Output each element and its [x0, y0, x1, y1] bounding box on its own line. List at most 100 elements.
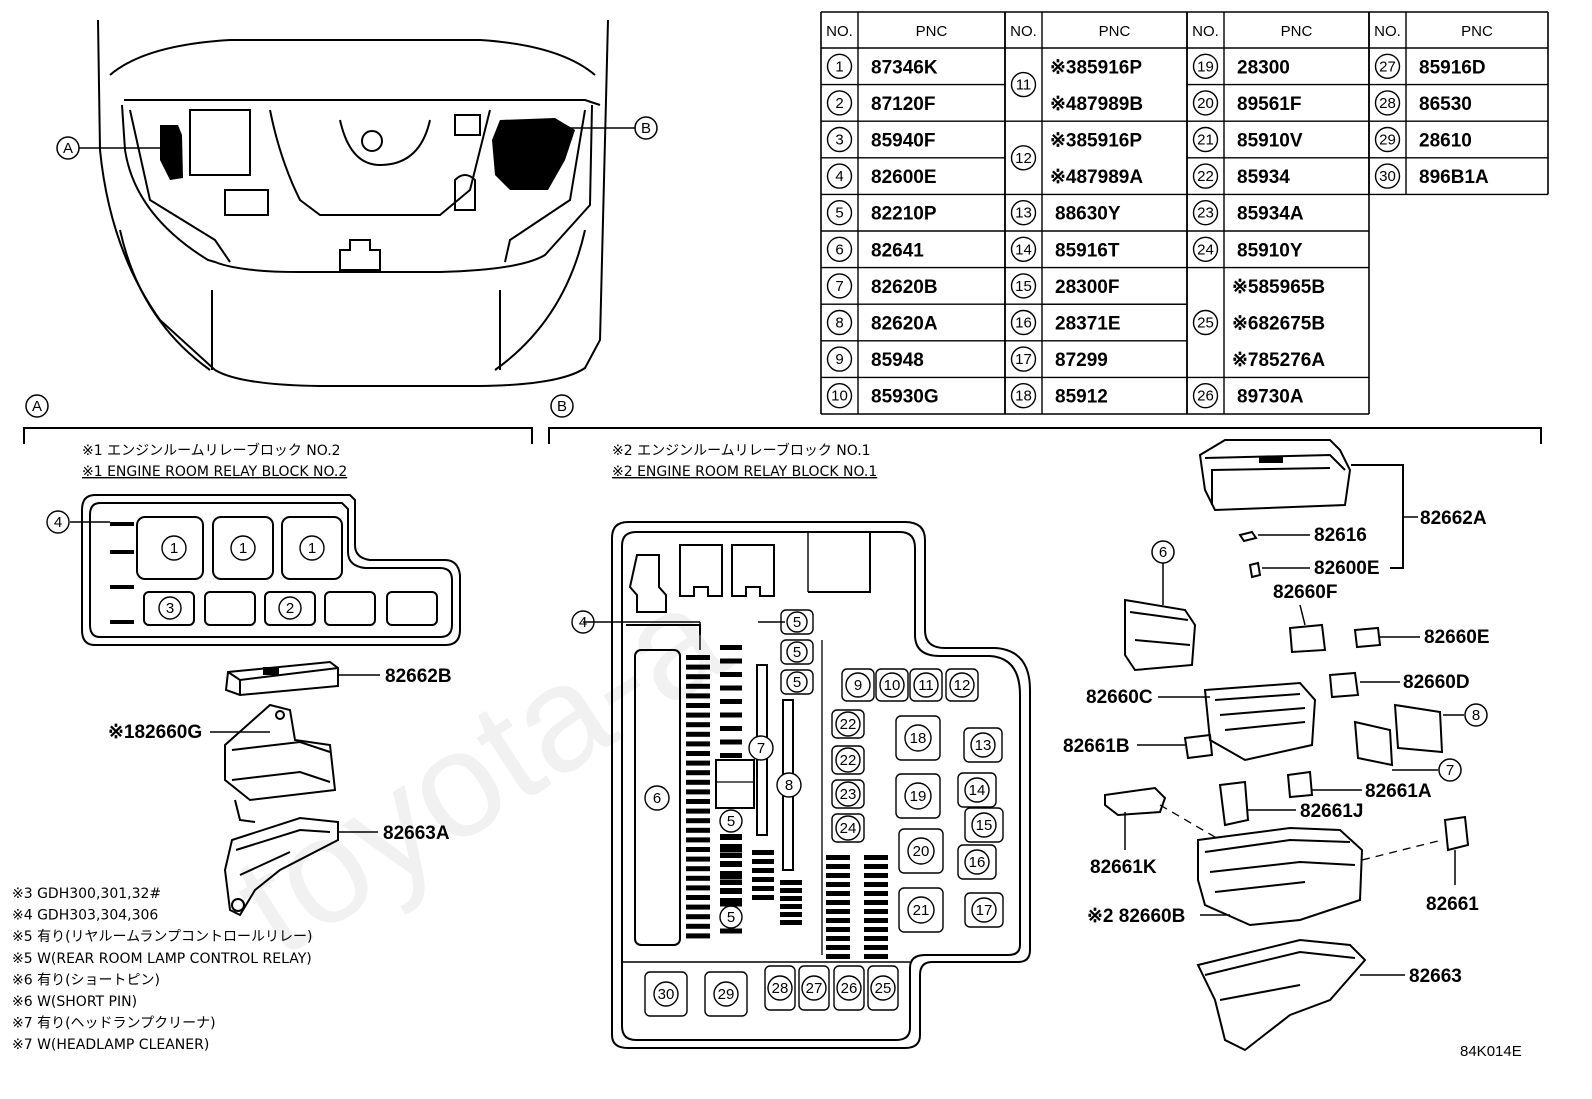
table-no-7: 7 [826, 273, 853, 299]
callout-82660G: ※182660G [108, 722, 202, 743]
svg-text:15: 15 [976, 817, 993, 834]
marker-25-b: 25 [870, 975, 896, 1001]
footnote-4: ※6 有り(ショートピン) [12, 972, 160, 988]
svg-text:23: 23 [840, 786, 857, 803]
svg-text:2: 2 [286, 600, 294, 617]
table-no-11: 11 [1010, 71, 1037, 98]
callout-82661A: 82661A [1365, 781, 1432, 802]
svg-text:1: 1 [835, 58, 843, 75]
svg-text:30: 30 [658, 986, 675, 1003]
section-a: A ※1 エンジンルームリレーブロック NO.2 ※1 ENGINE ROOM … [23, 394, 533, 917]
table-pnc-5: 82210P [871, 204, 937, 225]
marker-10-b: 10 [879, 672, 905, 698]
marker-24-b-3: 24 [835, 815, 861, 841]
table-no-27: 27 [1374, 53, 1401, 80]
svg-text:14: 14 [969, 782, 986, 799]
table-no-18: 18 [1010, 383, 1037, 409]
table-header-no: NO. [1192, 23, 1219, 40]
svg-text:9: 9 [835, 351, 843, 368]
view-b-label: B [641, 120, 651, 137]
svg-text:18: 18 [1015, 388, 1032, 405]
callout-82661J: 82661J [1300, 801, 1363, 822]
table-pnc-4: 82600E [871, 167, 937, 188]
footnote-2: ※5 有り(リヤルームランプコントロールリレー) [12, 929, 312, 945]
marker-7-b: 7 [1446, 762, 1454, 779]
footnotes: ※3 GDH300,301,32#※4 GDH303,304,306※5 有り(… [12, 886, 312, 1053]
view-a-marker: A [56, 136, 160, 160]
table-no-1: 1 [826, 53, 853, 80]
svg-text:4: 4 [54, 514, 62, 531]
marker-5-b-1: 5 [786, 641, 808, 663]
part-82660G-drawing [224, 703, 337, 823]
svg-text:13: 13 [1015, 205, 1032, 222]
marker-12-b: 12 [949, 672, 975, 698]
svg-text:5: 5 [793, 674, 801, 691]
table-pnc-11-1: ※487989B [1050, 94, 1143, 115]
table-header-no: NO. [1374, 23, 1401, 40]
svg-text:28: 28 [772, 980, 789, 997]
callout-82663A: 82663A [383, 823, 450, 844]
marker-22-b-1: 22 [835, 747, 861, 773]
callout-82660C: 82660C [1086, 687, 1153, 708]
table-pnc-21: 85910V [1237, 131, 1303, 152]
table-pnc-3: 85940F [871, 131, 935, 152]
marker-5-b-3: 5 [719, 809, 743, 833]
view-b-marker: B [560, 116, 658, 140]
table-no-23: 23 [1192, 199, 1219, 226]
svg-text:5: 5 [793, 614, 801, 631]
svg-text:29: 29 [1379, 132, 1396, 149]
marker-1-a-2: 1 [230, 535, 256, 561]
marker-2-a: 2 [278, 596, 302, 620]
footnote-1: ※4 GDH303,304,306 [12, 908, 158, 924]
marker-9-b: 9 [845, 672, 871, 698]
footnote-7: ※7 W(HEADLAMP CLEANER) [12, 1037, 209, 1053]
svg-text:19: 19 [1197, 58, 1214, 75]
svg-text:3: 3 [166, 600, 174, 617]
callout-82660B: ※2 82660B [1087, 906, 1185, 927]
svg-text:25: 25 [875, 980, 892, 997]
engine-bay-view [97, 19, 609, 387]
svg-text:1: 1 [239, 540, 247, 557]
table-no-8: 8 [826, 309, 853, 336]
table-pnc-10: 85930G [871, 387, 939, 408]
marker-8-b-block: 8 [776, 772, 802, 798]
svg-text:28: 28 [1379, 95, 1396, 112]
marker-15-b: 15 [971, 812, 997, 838]
table-no-3: 3 [826, 126, 853, 153]
svg-text:22: 22 [1197, 168, 1214, 185]
marker-6-b: 6 [1159, 544, 1167, 561]
marker-22-b-0: 22 [835, 711, 861, 737]
marker-18-b: 18 [904, 724, 932, 752]
table-pnc-24: 85910Y [1237, 240, 1303, 261]
table-pnc-14: 85916T [1055, 240, 1120, 261]
table-no-6: 6 [826, 236, 853, 263]
footnote-6: ※7 有り(ヘッドランプクリーナ) [12, 1016, 216, 1032]
table-header-pnc: PNC [916, 23, 948, 40]
svg-text:22: 22 [840, 752, 857, 769]
table-pnc-12-0: ※385916P [1050, 131, 1142, 152]
callout-82663: 82663 [1409, 966, 1462, 987]
footnote-5: ※6 W(SHORT PIN) [12, 994, 137, 1010]
table-pnc-19: 28300 [1237, 57, 1290, 78]
table-no-9: 9 [826, 346, 853, 372]
table-pnc-1: 87346K [871, 57, 938, 78]
marker-21-b: 21 [907, 896, 935, 924]
table-pnc-25-1: ※682675B [1232, 314, 1325, 335]
svg-text:1: 1 [308, 540, 316, 557]
svg-text:24: 24 [1197, 241, 1214, 258]
callout-82662B: 82662B [385, 666, 452, 687]
callout-82600E: 82600E [1314, 558, 1380, 579]
callout-82661: 82661 [1426, 894, 1479, 915]
table-no-30: 30 [1374, 163, 1401, 189]
table-pnc-27: 85916D [1419, 57, 1486, 78]
svg-text:7: 7 [757, 740, 765, 757]
marker-3-a: 3 [158, 596, 182, 620]
marker-5-b-4: 5 [719, 905, 743, 929]
marker-20-b: 20 [907, 837, 935, 865]
svg-text:12: 12 [1015, 150, 1032, 167]
table-no-17: 17 [1010, 346, 1037, 372]
marker-7-b-block: 7 [748, 735, 774, 761]
table-pnc-13: 88630Y [1055, 204, 1121, 225]
